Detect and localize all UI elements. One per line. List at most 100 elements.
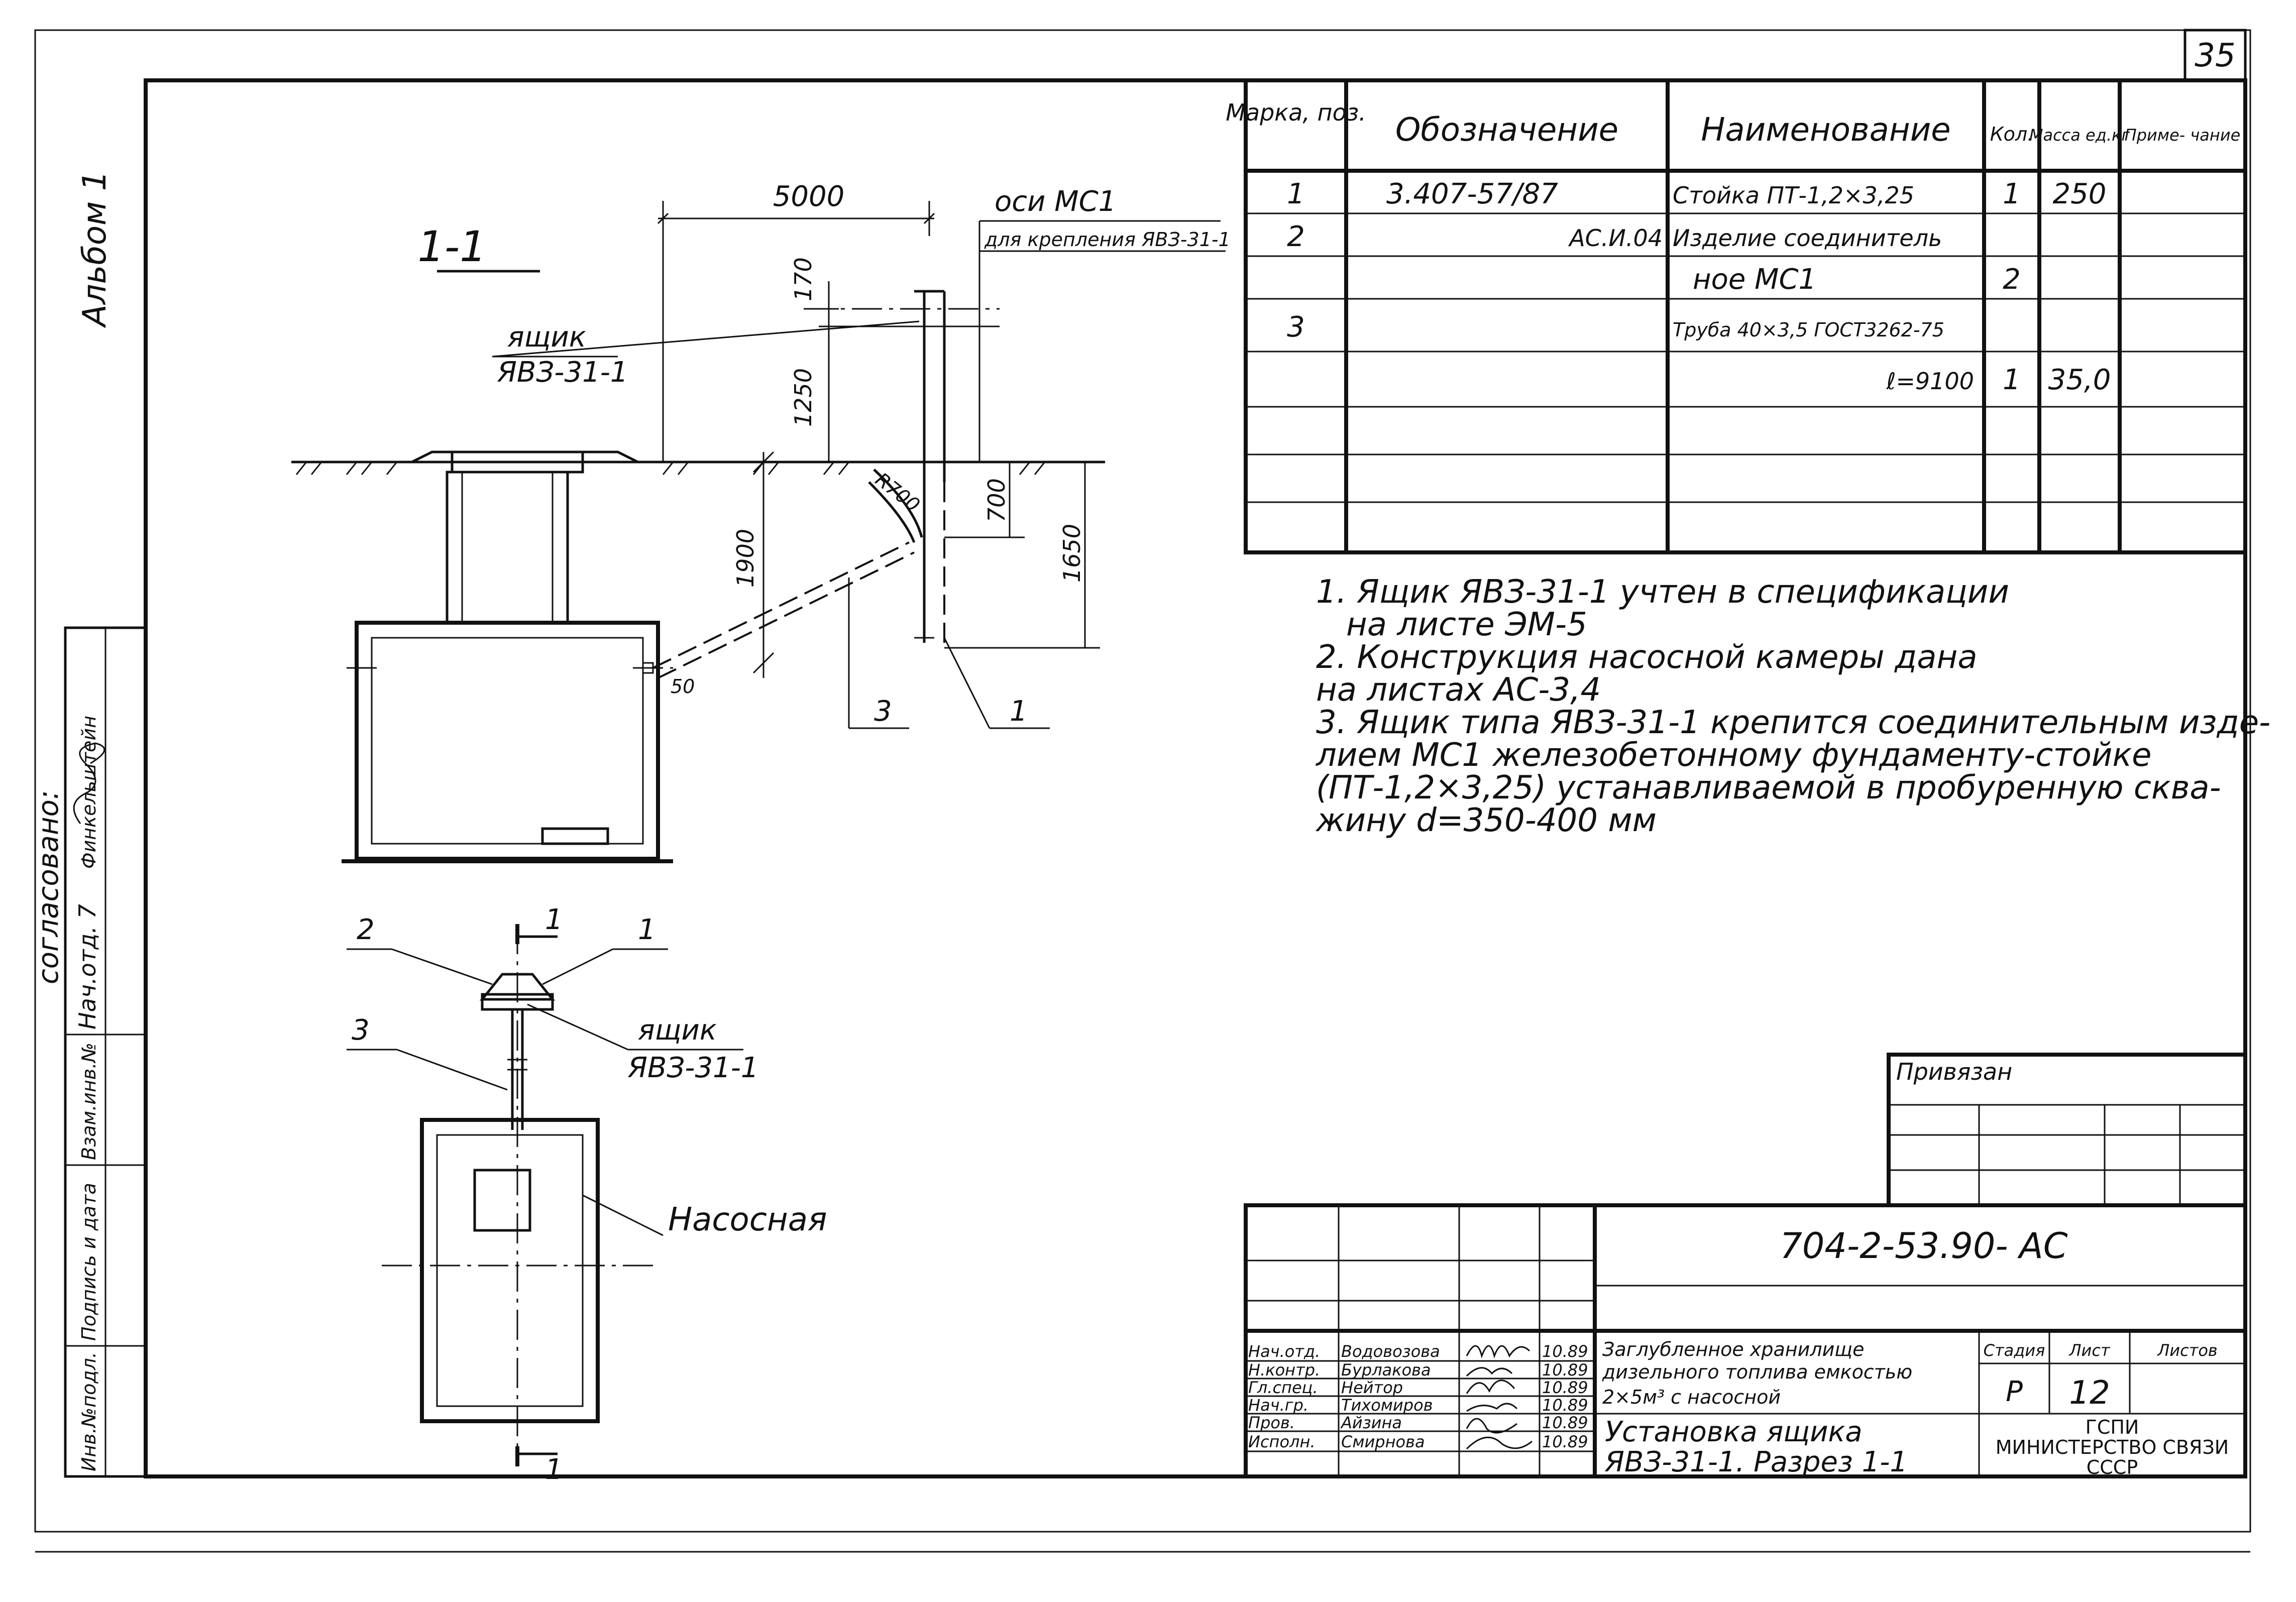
spec-row3-name: ное МС1 [1693,263,1816,296]
note-line: на листах АС-3,4 [1316,671,1601,709]
title-block [1244,1203,2247,1478]
staff-name: Тихомиров [1341,1396,1433,1415]
spec-header-name: Наименование [1701,111,1950,149]
staff-name: Водовозова [1341,1342,1440,1361]
pump-chamber-inner [371,637,644,845]
spec-row5-name: ℓ=9100 [1886,368,1974,395]
notes: 1. Ящик ЯВЗ-31-1 учтен в спецификации на… [1315,574,2270,839]
ground-hatch [295,462,1046,475]
pump-room-label: Насосная [668,1201,827,1238]
spec-row2-name: Изделие соединитель [1673,224,1942,252]
spec-header-mass: Масса ед.кг [2029,126,2130,145]
chamber-shaft [446,471,569,624]
side-stamp: согласовано: Нач.отд. 7 Финкельштейн Вза… [32,626,147,1478]
spec-table [1244,78,2247,554]
staff-date: 10.89 [1542,1378,1588,1397]
signatures [1466,1345,1533,1450]
dim-1650: 1650 [1058,524,1085,583]
staff-date: 10.89 [1542,1432,1588,1451]
callout-3-plan: 3 [352,1014,370,1047]
staff-role: Нач.отд. [1248,1342,1320,1361]
dim-170: 170 [790,257,817,301]
axis-mc1-label: оси МС1 [995,185,1116,218]
box-word-label: ящик [507,321,586,354]
doc-code: 704-2-53.90- АС [1780,1225,2067,1267]
side-inv-no: Инв.№подл. [78,1352,100,1471]
spec-row2-designation: АС.И.04 [1568,224,1663,252]
spec-header-designation: Обозначение [1395,111,1618,149]
side-sign-date: Подпись и дата [78,1183,100,1341]
sheet-number: 35 [2195,37,2235,74]
note-line: 1. Ящик ЯВЗ-31-1 учтен в спецификации [1316,574,2009,611]
fastening-label: для крепления ЯВЗ-31-1 [984,228,1231,251]
spec-row1-mark: 1 [1287,178,1305,210]
callout-1-section: 1 [1010,695,1028,728]
box-mark-label: ЯВЗ-31-1 [497,356,628,389]
album-label: Альбом 1 [76,171,114,328]
side-head-dept: Нач.отд. 7 [74,904,101,1029]
bound-label: Привязан [1896,1058,2012,1085]
sheet-label: Лист [2068,1341,2110,1360]
sheet-title-line: Установка ящика [1605,1416,1863,1448]
staff-role: Исполн. [1248,1432,1316,1451]
side-signature [73,742,105,824]
note-line: 3. Ящик типа ЯВЗ-31-1 крепится соедините… [1316,704,2270,741]
spec-row5-qty: 1 [2003,364,2021,396]
staff-name: Бурлакова [1341,1360,1431,1380]
plan-box-word: ящик [638,1014,717,1047]
dim-1900: 1900 [732,529,759,588]
spec-row2-mark: 2 [1287,220,1305,253]
staff-role: Нач.гр. [1248,1396,1308,1415]
org-line: ГСПИ [2086,1416,2139,1438]
dim-5000: 5000 [773,180,845,213]
sheets-label: Листов [2157,1341,2218,1360]
spec-row4-name: Труба 40×3,5 ГОСТ3262-75 [1673,319,1944,341]
side-agreed: согласовано: [32,790,65,984]
dim-700: 700 [983,478,1010,522]
section-title: 1-1 [417,222,486,271]
staff-name: Айзина [1340,1413,1402,1432]
sheet-value: 12 [2069,1375,2110,1412]
callout-3-section: 3 [874,695,892,728]
staff-role: Н.контр. [1248,1360,1320,1380]
staff-role: Гл.спец. [1248,1378,1318,1397]
spec-header-qty: Кол. [1990,123,2034,145]
note-line: на листе ЭМ-5 [1346,606,1587,643]
dim-1250: 1250 [790,368,817,427]
plan-box-top [479,973,556,1001]
spec-row1-name: Стойка ПТ-1,2×3,25 [1673,182,1914,209]
org-line: СССР [2087,1456,2138,1478]
plan-hatch [473,1169,531,1232]
sheet-title-line: ЯВЗ-31-1. Разрез 1-1 [1604,1446,1908,1478]
callout-2-plan: 2 [357,913,375,946]
side-replace-inv: Взам.инв.№ [78,1043,100,1160]
spec-header-note: Приме- чание [2125,126,2241,145]
note-line: 2. Конструкция насосной камеры дана [1316,639,1978,676]
section-mark-top: 1 [545,903,563,936]
staff-role: Пров. [1248,1413,1295,1432]
staff-name: Нейтор [1341,1378,1403,1397]
spec-row1-mass: 250 [2053,178,2107,210]
callout-1-plan: 1 [638,913,656,946]
staff-date: 10.89 [1542,1413,1588,1432]
pipe-3 [652,541,910,669]
outer-frame [34,29,2251,1533]
project-line: 2×5м³ с насосной [1602,1386,1781,1408]
chamber-sump [541,827,609,845]
staff-name: Смирнова [1341,1432,1425,1451]
note-line: жину d=350-400 мм [1315,802,1657,839]
stage-label: Стадия [1984,1341,2045,1360]
spec-row1-designation: 3.407-57/87 [1386,178,1558,210]
note-line: (ПТ-1,2×3,25) устанавливаемой в пробурен… [1316,769,2221,807]
hatch-cover [411,450,639,464]
section-mark-bottom: 1 [545,1453,563,1486]
spec-row3-qty: 2 [2003,263,2021,296]
plan-pump-room [420,1118,600,1423]
project-line: Заглубленное хранилище [1602,1338,1864,1360]
spec-row5-mass: 35,0 [2048,364,2111,396]
staff-date: 10.89 [1542,1396,1588,1415]
note-line: лием МС1 железобетонному фундаменту-стой… [1315,737,2152,774]
staff-date: 10.89 [1542,1342,1588,1361]
project-line: дизельного топлива емкостью [1602,1361,1912,1383]
